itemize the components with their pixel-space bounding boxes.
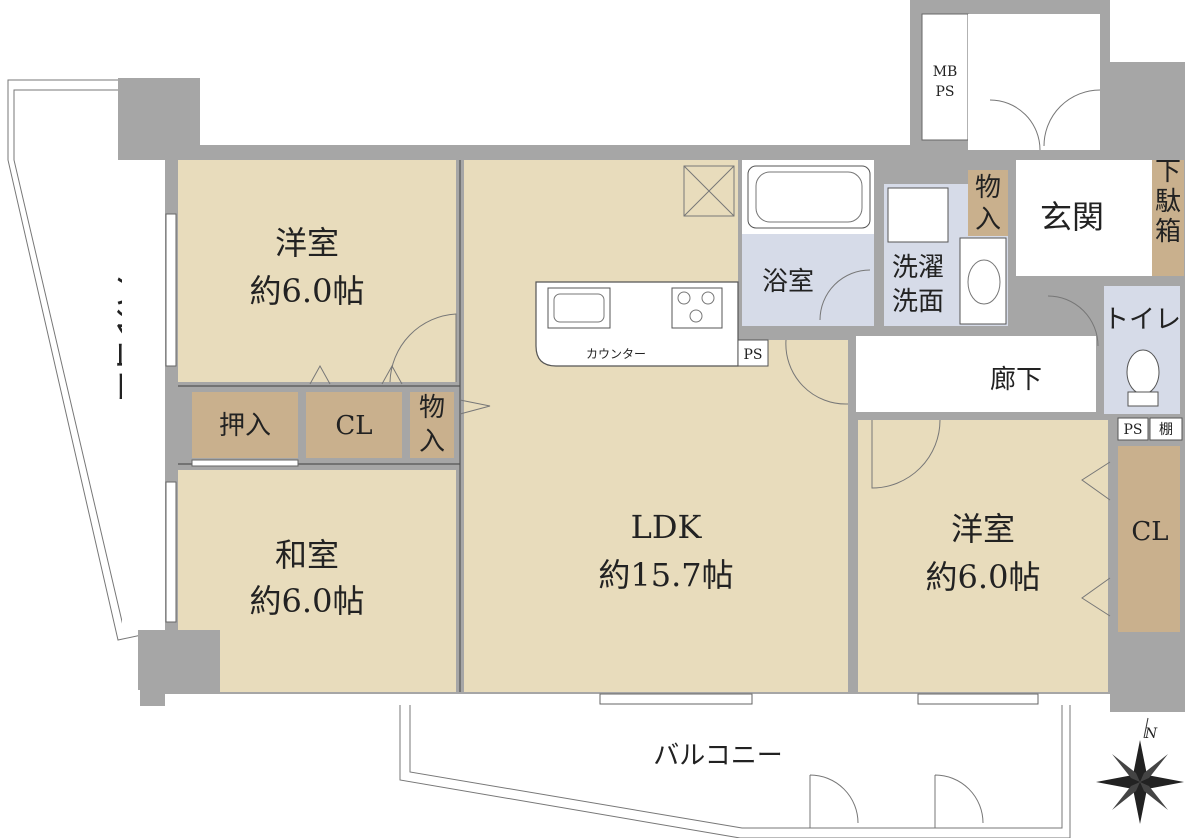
south-balcony-label: バルコニー — [653, 741, 782, 771]
monoire-1-bottom: 入 — [419, 427, 445, 457]
entrance-area — [1016, 160, 1152, 276]
compass-icon: N — [1096, 717, 1184, 824]
mb-ps-label: PS — [935, 84, 954, 100]
geta-3: 箱 — [1155, 217, 1181, 247]
storage-oshiire — [192, 392, 298, 458]
cl-1-label: CL — [335, 411, 372, 441]
ps-kitchen — [737, 339, 769, 367]
bathtub — [747, 165, 871, 229]
western-room-1-size: 約6.0帖 — [250, 272, 365, 310]
monoire-2-top: 物 — [975, 173, 1001, 203]
ldk-name: LDK — [631, 508, 703, 546]
compass-north-label: N — [1144, 726, 1158, 742]
fixtures — [165, 89, 1160, 705]
bathroom-label: 浴室 — [762, 267, 814, 297]
western-room-2-size: 約6.0帖 — [926, 558, 1041, 596]
western-room-2 — [858, 420, 1108, 692]
ps-shaft — [1117, 417, 1149, 441]
hallway-area — [856, 336, 1096, 412]
western-room-2-name: 洋室 — [951, 510, 1015, 548]
japanese-room — [178, 470, 456, 692]
cl-2-label: CL — [1131, 517, 1168, 547]
entrance-label: 玄関 — [1040, 198, 1104, 236]
toilet-label: トイレ — [1103, 305, 1181, 335]
western-room-1 — [178, 160, 456, 382]
toilet-bowl — [1126, 349, 1160, 395]
laundry-label-2: 洗面 — [892, 287, 944, 317]
western-room-1-name: 洋室 — [275, 224, 339, 262]
laundry-label-1: 洗濯 — [892, 253, 944, 283]
geta-2: 駄 — [1155, 187, 1181, 217]
shelf — [1149, 417, 1183, 441]
bathroom-room — [742, 234, 874, 326]
japanese-room-size: 約6.0帖 — [250, 582, 365, 620]
geta-1: 下 — [1155, 157, 1181, 187]
ldk-size: 約15.7帖 — [598, 556, 733, 594]
room-labels: 洋室 約6.0帖 押入 CL 物 入 和室 約6.0帖 LDK 約15.7帖 カ… — [219, 64, 1181, 620]
japanese-room-name: 和室 — [275, 536, 339, 574]
monoire-1-top: 物 — [419, 393, 445, 423]
stove — [671, 287, 723, 329]
storage-monoire-1 — [410, 392, 454, 458]
storage-monoire-2 — [968, 170, 1008, 236]
storage-cl-2 — [1118, 446, 1180, 632]
counter-label: カウンター — [586, 347, 646, 361]
south-balcony: バルコニー — [399, 705, 1071, 838]
oshiire-label: 押入 — [219, 411, 271, 441]
geta-box — [1152, 160, 1184, 276]
mb-label: MB — [933, 64, 958, 80]
storage-cl-1 — [306, 392, 402, 458]
monoire-2-bottom: 入 — [975, 205, 1001, 235]
ps-hall-label: PS — [1123, 422, 1142, 438]
shelf-label: 棚 — [1159, 422, 1173, 438]
ps-kitchen-label: PS — [743, 347, 762, 363]
hallway-label: 廊下 — [990, 365, 1042, 395]
